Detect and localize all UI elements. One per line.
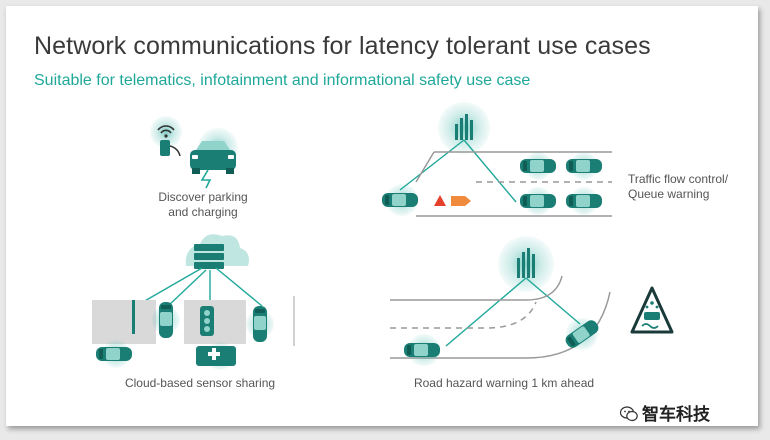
watermark-text: 智车科技 xyxy=(642,405,710,425)
road-hazard-illustration xyxy=(390,236,674,366)
warning-triangle-icon xyxy=(434,195,446,206)
charging-station-icon xyxy=(160,140,170,156)
cell-tower-icon xyxy=(455,114,473,140)
traffic-caption-line1: Traffic flow control/ xyxy=(628,172,729,186)
slide: Network communications for latency toler… xyxy=(6,6,758,426)
wechat-icon xyxy=(620,406,638,422)
parking-caption: Discover parking and charging xyxy=(146,190,260,220)
slide-title: Network communications for latency toler… xyxy=(34,32,651,60)
roadside-sensor-icon xyxy=(132,300,135,334)
hazard-tower-glow xyxy=(498,236,554,292)
wifi-icon xyxy=(157,125,175,138)
traffic-light-icon xyxy=(200,306,214,336)
parked-car-icon xyxy=(190,141,236,189)
slippery-road-sign-icon xyxy=(630,286,674,334)
traffic-caption: Traffic flow control/ Queue warning xyxy=(628,172,728,202)
queue-arrow-icon xyxy=(451,196,471,206)
charging-cable xyxy=(169,145,181,157)
hazard-cell-tower-icon xyxy=(517,248,535,278)
parking-charging-illustration xyxy=(150,116,238,189)
slide-subtitle: Suitable for telematics, infotainment an… xyxy=(34,72,531,89)
cloud-server-icon xyxy=(185,234,249,269)
charger-signal-glow xyxy=(150,116,182,148)
parking-caption-line1: Discover parking xyxy=(158,190,248,204)
traffic-caption-line2: Queue warning xyxy=(628,187,710,201)
sensor-sharing-illustration xyxy=(92,234,295,370)
road-hazard-caption: Road hazard warning 1 km ahead xyxy=(413,376,595,390)
illustrations xyxy=(92,102,674,370)
traffic-flow-illustration xyxy=(382,102,612,217)
tower-signal-glow xyxy=(438,102,490,154)
ambulance-icon xyxy=(196,342,236,370)
parking-caption-line2: and charging xyxy=(168,205,238,219)
sensor-sharing-caption: Cloud-based sensor sharing xyxy=(124,376,276,390)
